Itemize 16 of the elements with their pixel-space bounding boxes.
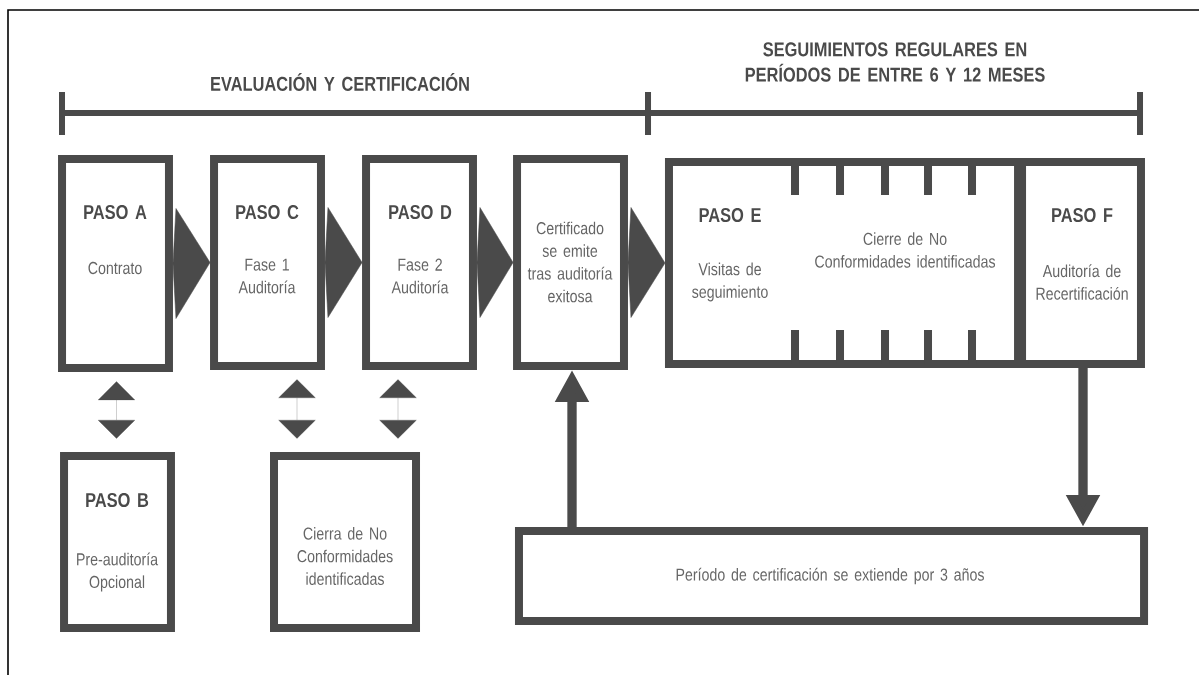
chevron-arrow [172,208,211,319]
arrow [379,379,417,439]
period-bar: Período de certificación se extiende por 3 años [515,527,1149,625]
process-box: Certificado se emite tras auditoría exitosa [513,155,628,370]
chevron-arrow [627,207,666,318]
process-box: PASO D Fase 2 Auditoría [362,155,477,370]
process-box: PASO A Contrato [58,154,173,373]
process-box: PASO B Pre-auditoría Opcional [60,452,175,632]
heading: SEGUIMIENTOS REGULARES EN PERÍODOS DE ENTRE 6 Y 12 MESES [745,42,1045,82]
process-box: PASO C Fase 1 Auditoría [210,155,325,370]
chevron-arrow [476,207,514,318]
process-box: Cierra de No Conformidades identificadas [270,452,420,632]
arrow [278,379,316,439]
heading: EVALUACIÓN Y CERTIFICACIÓN [211,73,469,91]
chevron-arrow [324,207,363,318]
arrow [98,381,135,439]
